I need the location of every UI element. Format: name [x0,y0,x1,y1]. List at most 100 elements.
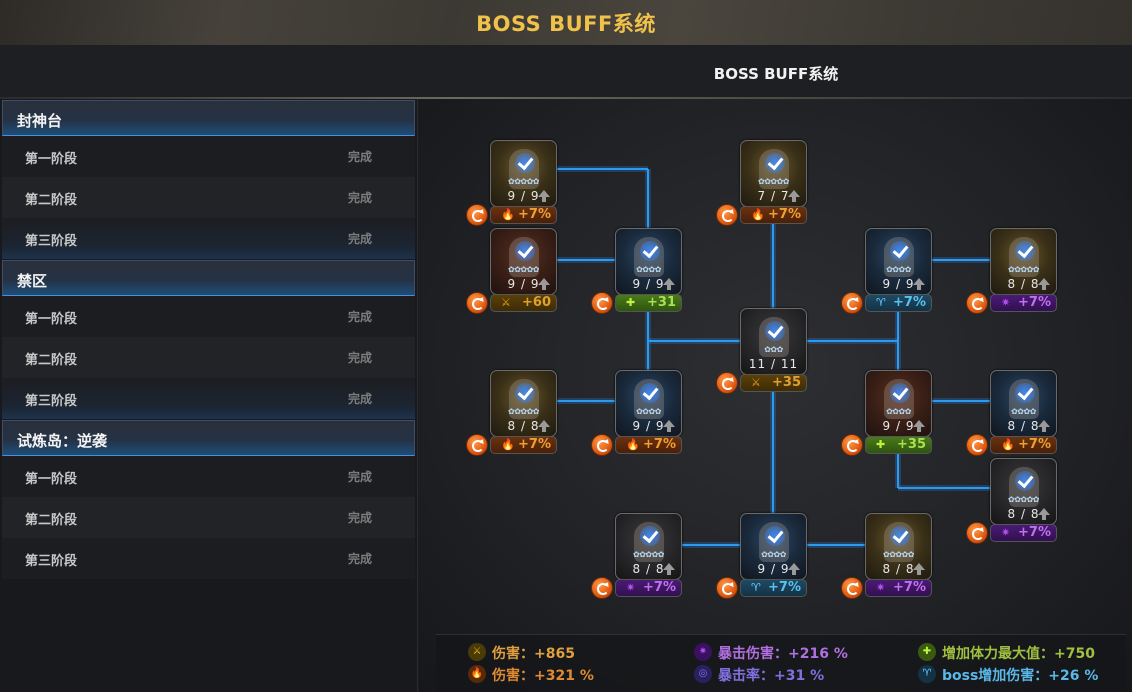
buff-node[interactable]: ✿✿✿✿9 / 9✚+35 [841,370,935,460]
buff-node[interactable]: ✿✿✿✿9 / 9♈+7% [716,513,810,603]
buff-value: +31 [647,295,676,310]
upgrade-arrow-icon[interactable] [1038,278,1050,290]
stage-sidebar: 封神台第一阶段完成第二阶段完成第三阶段完成禁区第一阶段完成第二阶段完成第三阶段完… [0,99,418,692]
buff-node[interactable]: ✿✿✿✿✿8 / 8✷+7% [966,458,1060,548]
boss-portrait[interactable]: ✿✿✿✿9 / 9 [740,513,807,580]
stage-row[interactable]: 第一阶段完成 [2,136,415,177]
stage-status: 完成 [348,191,373,205]
upgrade-arrow-icon[interactable] [913,563,925,575]
group-header[interactable]: 封神台 [2,100,415,136]
refresh-icon[interactable] [466,204,488,226]
boss-portrait[interactable]: ✿✿✿✿✿9 / 9 [490,140,557,207]
buff-node[interactable]: ✿✿✿✿✿7 / 7🔥+7% [716,140,810,230]
buff-badge: 🔥+7% [990,436,1057,454]
boss-portrait[interactable]: ✿✿✿✿✿8 / 8 [990,458,1057,525]
upgrade-arrow-icon[interactable] [538,278,550,290]
boss-portrait[interactable]: ✿✿✿✿9 / 9 [865,370,932,437]
stage-row[interactable]: 第二阶段完成 [2,497,415,538]
boss-portrait[interactable]: ✿✿✿✿✿9 / 9 [490,228,557,295]
level-text: 9 / 9 [882,277,915,291]
upgrade-arrow-icon[interactable] [663,420,675,432]
buff-badge: 🔥+7% [490,206,557,224]
upgrade-arrow-icon[interactable] [913,278,925,290]
level-text: 8 / 8 [632,562,665,576]
boss-portrait[interactable]: ✿✿✿✿✿8 / 8 [865,513,932,580]
refresh-icon[interactable] [591,577,613,599]
stage-row[interactable]: 第三阶段完成 [2,538,415,579]
buff-badge: 🔥+7% [740,206,807,224]
buff-value: +60 [522,295,551,310]
stage-row[interactable]: 第二阶段完成 [2,177,415,218]
boss-portrait[interactable]: ✿✿✿✿✿7 / 7 [740,140,807,207]
upgrade-arrow-icon[interactable] [663,278,675,290]
upgrade-arrow-icon[interactable] [788,563,800,575]
checkmark-icon [640,526,660,546]
star-rating: ✿✿✿✿ [886,265,911,274]
refresh-icon[interactable] [966,522,988,544]
buff-node[interactable]: ✿✿✿✿✿8 / 8🔥+7% [466,370,560,460]
ram-horns-icon: ♈ [751,581,761,594]
stage-row[interactable]: 第一阶段完成 [2,296,415,337]
refresh-icon[interactable] [966,434,988,456]
upgrade-arrow-icon[interactable] [538,190,550,202]
stage-name: 第三阶段 [25,394,78,409]
boss-portrait[interactable]: ✿✿✿✿✿8 / 8 [615,513,682,580]
buff-badge: ⚔+35 [740,374,807,392]
star-rating: ✿✿✿✿✿ [507,177,540,186]
level-text: 9 / 9 [757,562,790,576]
buff-node[interactable]: ✿✿✿✿✿8 / 8✷+7% [966,228,1060,318]
buff-badge: ✷+7% [990,524,1057,542]
boss-portrait[interactable]: ✿✿✿✿✿8 / 8 [490,370,557,437]
upgrade-arrow-icon[interactable] [788,190,800,202]
boss-portrait[interactable]: ✿✿✿✿8 / 8 [990,370,1057,437]
checkmark-icon [890,526,910,546]
buff-node[interactable]: ✿✿✿✿✿8 / 8✷ +7% [841,513,935,603]
refresh-icon[interactable] [716,204,738,226]
buff-node[interactable]: ✿✿✿✿✿9 / 9🔥+7% [466,140,560,230]
buff-node[interactable]: ✿✿✿✿8 / 8🔥+7% [966,370,1060,460]
refresh-icon[interactable] [466,434,488,456]
upgrade-arrow-icon[interactable] [1038,508,1050,520]
boss-portrait[interactable]: ✿✿✿✿✿8 / 8 [990,228,1057,295]
refresh-icon[interactable] [466,292,488,314]
stage-row[interactable]: 第三阶段完成 [2,378,415,419]
rifle-icon: ⚔ [468,643,486,661]
header-divider [0,97,1132,99]
refresh-icon[interactable] [841,434,863,456]
refresh-icon[interactable] [716,577,738,599]
stage-row[interactable]: 第三阶段完成 [2,218,415,259]
stage-row[interactable]: 第一阶段完成 [2,456,415,497]
star-rating: ✿✿✿✿ [886,407,911,416]
buff-value: +7% [893,580,926,595]
refresh-icon[interactable] [841,577,863,599]
refresh-icon[interactable] [591,434,613,456]
boss-portrait[interactable]: ✿✿✿11 / 11 [740,308,807,375]
boss-portrait[interactable]: ✿✿✿✿ 9 / 9 [865,228,932,295]
summary-text: 伤害：+865 [492,646,575,662]
buff-node[interactable]: ✿✿✿✿✿8 / 8✷+7% [591,513,685,603]
upgrade-arrow-icon[interactable] [1038,420,1050,432]
upgrade-arrow-icon[interactable] [663,563,675,575]
refresh-icon[interactable] [966,292,988,314]
buff-node[interactable]: ✿✿✿✿9 / 9♈+7% [841,228,935,318]
buff-node[interactable]: ✿✿✿✿✿9 / 9⚔+60 [466,228,560,318]
upgrade-arrow-icon[interactable] [538,420,550,432]
buff-value: +7% [518,207,551,222]
stage-status: 完成 [348,310,373,324]
buff-value: +7% [1018,295,1051,310]
group-header[interactable]: 禁区 [2,260,415,296]
refresh-icon[interactable] [716,372,738,394]
buff-node[interactable]: ✿✿✿✿9 / 9🔥+7% [591,370,685,460]
refresh-icon[interactable] [591,292,613,314]
boss-portrait[interactable]: ✿✿✿✿9 / 9 [615,370,682,437]
group-header[interactable]: 试炼岛：逆袭 [2,420,415,456]
buff-node[interactable]: ✿✿✿11 / 11⚔+35 [716,308,810,398]
buff-node[interactable]: ✿✿✿✿9 / 9✚+31 [591,228,685,318]
buff-badge: ✷ +7% [865,579,932,597]
refresh-icon[interactable] [841,292,863,314]
crit-burst-icon: ✷ [876,581,886,594]
stage-row[interactable]: 第二阶段完成 [2,337,415,378]
upgrade-arrow-icon[interactable] [913,420,925,432]
level-text: 8 / 8 [882,562,915,576]
boss-portrait[interactable]: ✿✿✿✿9 / 9 [615,228,682,295]
